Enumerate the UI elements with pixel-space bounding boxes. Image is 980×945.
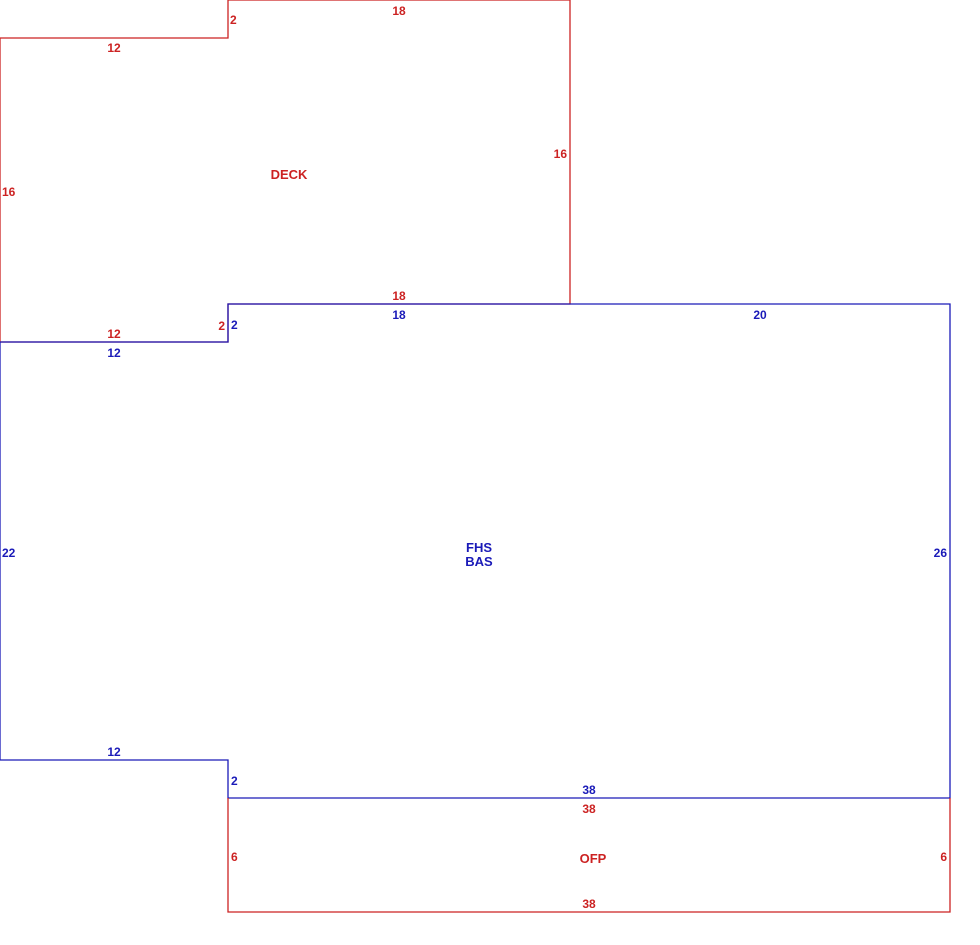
porch-bottom-label: 38 bbox=[582, 897, 596, 911]
deck-step-top-label: 2 bbox=[230, 13, 237, 27]
main-step-top-label: 2 bbox=[231, 318, 238, 332]
porch-left-label: 6 bbox=[231, 850, 238, 864]
deck-left-label: 16 bbox=[2, 185, 16, 199]
porch-outline bbox=[227, 798, 951, 913]
deck-top-label: 18 bbox=[392, 4, 406, 18]
main-left-top-label: 12 bbox=[107, 346, 121, 360]
main-area-label-fhs: FHS bbox=[466, 540, 492, 555]
porch-area-label: OFP bbox=[580, 851, 607, 866]
main-left-label: 22 bbox=[2, 546, 16, 560]
deck-right-label: 16 bbox=[554, 147, 568, 161]
deck-left-top-label: 12 bbox=[107, 41, 121, 55]
porch-right-label: 6 bbox=[940, 850, 947, 864]
porch-top-label: 38 bbox=[582, 802, 596, 816]
main-top-left-label: 18 bbox=[392, 308, 406, 322]
deck-left-bottom-label: 12 bbox=[107, 327, 121, 341]
main-right-label: 26 bbox=[934, 546, 948, 560]
main-area-label-bas: BAS bbox=[465, 554, 493, 569]
main-top-right-label: 20 bbox=[753, 308, 767, 322]
deck-area-label: DECK bbox=[271, 167, 308, 182]
deck-bottom-label: 18 bbox=[392, 289, 406, 303]
deck-step-bottom-label: 2 bbox=[218, 319, 225, 333]
main-step-bottom-label: 2 bbox=[231, 774, 238, 788]
main-bottom-label: 38 bbox=[582, 783, 596, 797]
main-left-bottom-label: 12 bbox=[107, 745, 121, 759]
